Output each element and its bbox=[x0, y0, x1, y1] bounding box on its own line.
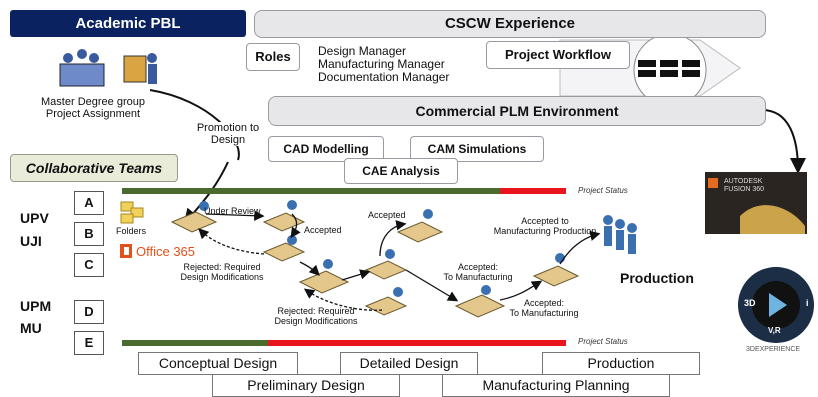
roles-label: Roles bbox=[246, 43, 300, 71]
workstation-icon bbox=[170, 211, 218, 233]
presenter-icon bbox=[123, 53, 157, 84]
accepted-label: Accepted bbox=[368, 210, 406, 220]
role-item: Manufacturing Manager bbox=[318, 57, 445, 71]
fusion-logo bbox=[705, 172, 807, 234]
team-d: D bbox=[74, 300, 104, 324]
fusion-text: FUSION 360 bbox=[724, 186, 765, 193]
accepted-to-mfg-line: Accepted: bbox=[523, 298, 565, 308]
office-icon bbox=[120, 244, 132, 258]
team-group-icon bbox=[59, 49, 105, 87]
phase-detailed-design: Detailed Design bbox=[340, 352, 478, 375]
production-label: Production bbox=[620, 270, 694, 286]
accepted-to-mfg-line: To Manufacturing bbox=[443, 272, 513, 282]
promotion-line: Design bbox=[210, 134, 246, 146]
promotion-arrow bbox=[149, 89, 240, 161]
accepted-mfg-line: Accepted to bbox=[521, 216, 569, 226]
workstation-icon bbox=[396, 221, 444, 243]
rejected-label: Rejected: Required Design Modifications bbox=[176, 262, 268, 282]
status-bar-top bbox=[122, 188, 566, 194]
plm-arrow bbox=[761, 109, 806, 174]
rejected-line: Rejected: Required bbox=[277, 306, 355, 316]
accepted-to-mfg-line: Accepted: bbox=[457, 262, 499, 272]
phase-production: Production bbox=[542, 352, 700, 375]
promotion-caption: Promotion to Design bbox=[186, 122, 270, 146]
cscw-experience-header: CSCW Experience bbox=[254, 10, 766, 38]
rejected-line: Rejected: Required bbox=[183, 262, 261, 272]
team-b: B bbox=[74, 222, 104, 246]
accepted-mfg-line: Manufacturing Production bbox=[493, 226, 597, 236]
3dexperience-text: 3DEXPERIENCE bbox=[746, 346, 801, 353]
dial-3d-text: 3D bbox=[744, 298, 756, 308]
workstation-icon bbox=[298, 270, 350, 294]
role-item: Documentation Manager bbox=[318, 70, 450, 84]
workstation-icon bbox=[262, 242, 306, 262]
workstation-icon bbox=[262, 212, 306, 232]
phase-manufacturing-planning: Manufacturing Planning bbox=[442, 374, 670, 397]
project-status-top: Project Status bbox=[578, 186, 628, 195]
uni-upm: UPM bbox=[20, 298, 52, 314]
cae-analysis-box: CAE Analysis bbox=[344, 158, 458, 184]
accepted-mfg-production-label: Accepted to Manufacturing Production bbox=[490, 216, 600, 236]
rejected-line: Design Modifications bbox=[180, 272, 264, 282]
accepted-to-mfg-line: To Manufacturing bbox=[509, 308, 579, 318]
rejected-line: Design Modifications bbox=[274, 316, 358, 326]
under-review-label: Under Review bbox=[204, 206, 261, 216]
production-team-icon bbox=[603, 215, 637, 254]
status-bar-bottom bbox=[122, 340, 566, 346]
rejected-label: Rejected: Required Design Modifications bbox=[270, 306, 362, 326]
roles-list: Design Manager Manufacturing Manager Doc… bbox=[318, 45, 449, 84]
team-c: C bbox=[74, 253, 104, 277]
dial-vr-text: V,R bbox=[768, 326, 781, 335]
team-a: A bbox=[74, 191, 104, 215]
team-e: E bbox=[74, 331, 104, 355]
cam-simulations-box: CAM Simulations bbox=[410, 136, 544, 162]
accepted-to-mfg-label: Accepted: To Manufacturing bbox=[504, 298, 584, 318]
workstation-icon bbox=[454, 294, 506, 318]
uni-mu: MU bbox=[20, 320, 42, 336]
assignment-line: Project Assignment bbox=[45, 108, 141, 120]
phase-preliminary-design: Preliminary Design bbox=[212, 374, 400, 397]
cad-modelling-box: CAD Modelling bbox=[268, 136, 384, 162]
office365-label: Office 365 bbox=[136, 244, 196, 259]
autodesk-text: AUTODESK bbox=[724, 178, 763, 185]
promotion-line: Promotion to bbox=[196, 122, 260, 134]
folders-label: Folders bbox=[116, 226, 147, 236]
role-item: Design Manager bbox=[318, 44, 407, 58]
assignment-line: Master Degree group bbox=[41, 96, 145, 108]
3dexperience-logo bbox=[738, 267, 814, 343]
accepted-to-mfg-label: Accepted: To Manufacturing bbox=[438, 262, 518, 282]
collaborative-teams-label: Collaborative Teams bbox=[10, 154, 178, 182]
uni-upv: UPV bbox=[20, 210, 49, 226]
uni-uji: UJI bbox=[20, 233, 42, 249]
academic-pbl-header: Academic PBL bbox=[10, 10, 246, 37]
folders-icon bbox=[120, 201, 144, 224]
workstation-icon bbox=[364, 260, 408, 280]
assignment-caption: Master Degree group Project Assignment bbox=[28, 96, 158, 120]
workstation-icon bbox=[364, 296, 408, 316]
project-workflow-label: Project Workflow bbox=[486, 41, 630, 69]
dial-i-text: i bbox=[806, 298, 809, 308]
phase-conceptual-design: Conceptual Design bbox=[138, 352, 298, 375]
project-status-bottom: Project Status bbox=[578, 337, 628, 346]
workstation-icon bbox=[532, 265, 580, 287]
plm-environment-header: Commercial PLM Environment bbox=[268, 96, 766, 126]
accepted-label: Accepted bbox=[304, 225, 342, 235]
